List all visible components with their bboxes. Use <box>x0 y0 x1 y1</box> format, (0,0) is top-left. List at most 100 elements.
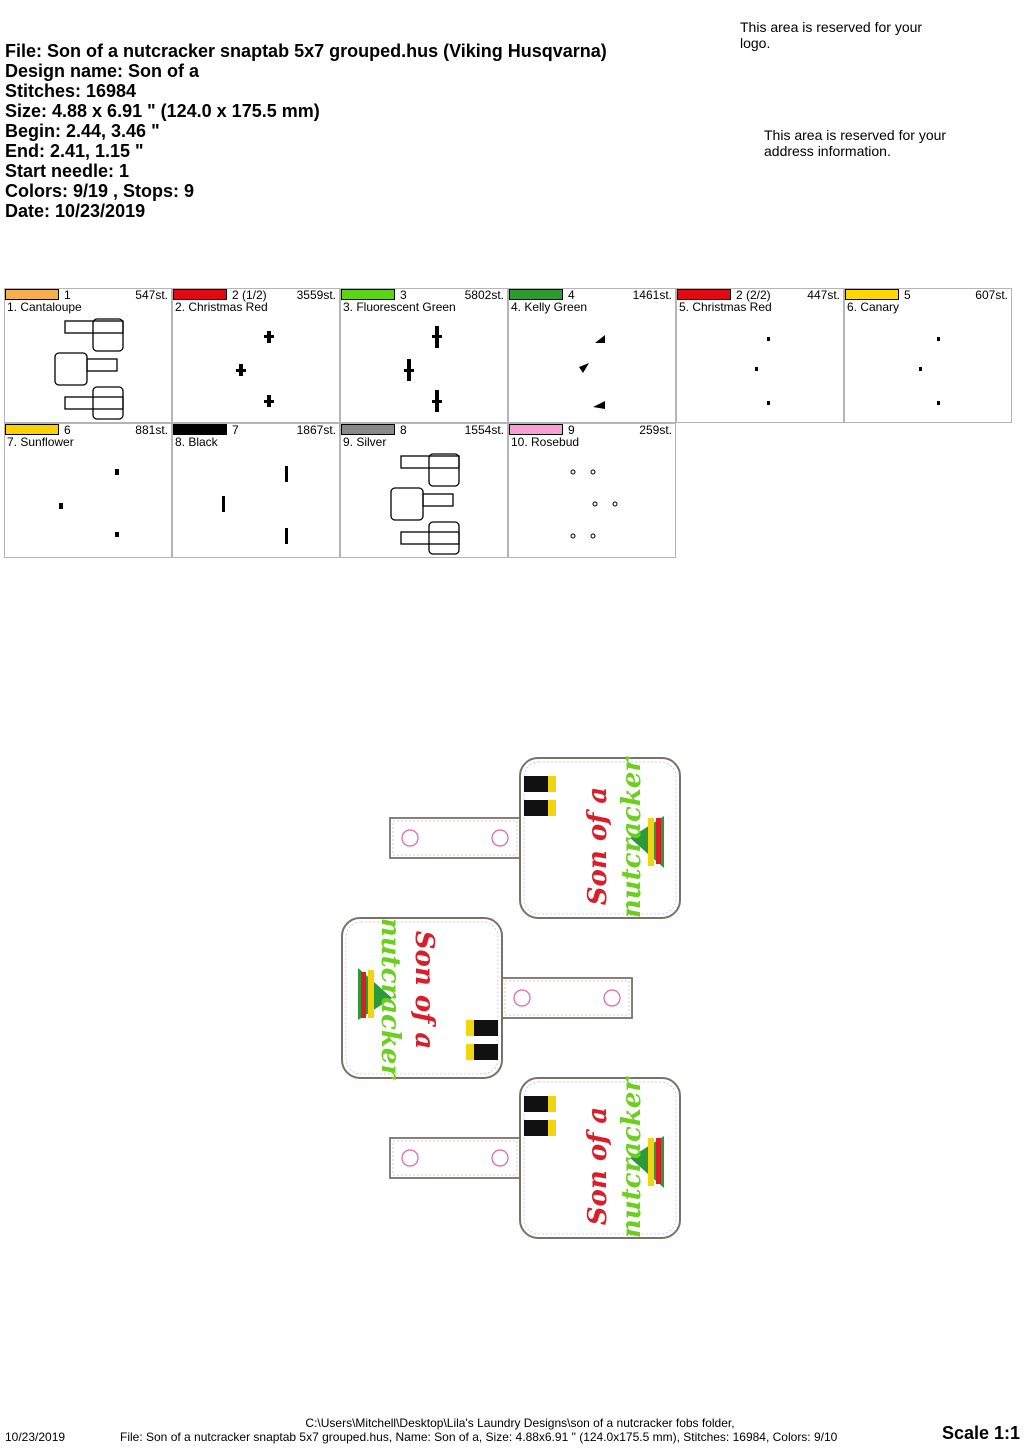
elf-hat <box>630 816 664 868</box>
thread-name: 5. Christmas Red <box>679 300 772 314</box>
thread-preview <box>59 469 119 537</box>
elf-boot <box>524 1120 550 1136</box>
elf-boot <box>472 1044 498 1060</box>
tab-strap <box>501 977 633 1019</box>
color-swatch <box>5 424 59 435</box>
color-number: 7 <box>232 423 239 437</box>
color-cell: 1 547st. 1. Cantaloupe <box>4 288 172 423</box>
stitch-count: 547st. <box>135 288 168 302</box>
design-text-line2: nutcracker <box>617 1076 647 1239</box>
thread-preview <box>919 337 940 405</box>
start-needle-line: Start needle: 1 <box>5 161 130 181</box>
colors-line: Colors: 9/19 , Stops: 9 <box>5 181 195 201</box>
thread-name: 8. Black <box>175 435 218 449</box>
stitch-count: 881st. <box>135 423 168 437</box>
stitches-line: Stitches: 16984 <box>5 81 137 101</box>
elf-boot <box>524 1096 550 1112</box>
snap-circle <box>513 989 531 1007</box>
end-line: End: 2.41, 1.15 " <box>5 141 144 161</box>
stitch-count: 1867st. <box>296 423 336 437</box>
snap-circle <box>491 829 509 847</box>
color-cell: 5 607st. 6. Canary <box>844 288 1012 423</box>
begin-line: Begin: 2.44, 3.46 " <box>5 121 160 141</box>
color-number: 2 (2/2) <box>736 288 771 302</box>
thread-name: 3. Fluorescent Green <box>343 300 456 314</box>
design-text-line1: Son of a <box>583 787 613 906</box>
thread-preview <box>236 331 274 407</box>
address-note: This area is reserved for your address i… <box>764 127 947 159</box>
stitch-count: 607st. <box>975 288 1008 302</box>
footer-date: 10/23/2019 <box>5 1430 66 1444</box>
color-swatch <box>173 289 227 300</box>
color-swatch <box>173 424 227 435</box>
stitch-count: 259st. <box>639 423 672 437</box>
elf-hat <box>358 968 392 1020</box>
thread-name: 2. Christmas Red <box>175 300 268 314</box>
scale-label: Scale 1:1 <box>941 1423 1020 1443</box>
footer-path: C:\Users\Mitchell\Desktop\Lila's Laundry… <box>305 1416 735 1430</box>
color-number: 4 <box>568 288 575 302</box>
color-cell: 2 (1/2)3559st.2. Christmas Red <box>172 288 340 423</box>
color-swatch <box>341 424 395 435</box>
color-swatch <box>341 289 395 300</box>
stitch-count: 1554st. <box>464 423 504 437</box>
snap-circle <box>603 989 621 1007</box>
color-cell: 6 881st. 7. Sunflower <box>4 423 172 558</box>
thread-name: 6. Canary <box>847 300 900 314</box>
fob-body <box>519 757 681 919</box>
color-cell: 2 (2/2) 447st. 5. Christmas Red <box>676 288 844 423</box>
color-number: 5 <box>904 288 911 302</box>
thread-preview <box>404 326 442 412</box>
file-line: File: Son of a nutcracker snaptab 5x7 gr… <box>5 41 607 61</box>
design-text-line1: Son of a <box>409 931 439 1050</box>
design-name-line: Design name: Son of a <box>5 61 200 81</box>
snap-circle <box>401 829 419 847</box>
color-swatch <box>509 424 563 435</box>
stitch-count: 3559st. <box>296 288 336 302</box>
tab-strap <box>389 1137 521 1179</box>
color-cell: 9 259st. 10. Rosebud <box>508 423 676 558</box>
fob-body <box>341 917 503 1079</box>
size-line: Size: 4.88 x 6.91 " (124.0 x 175.5 mm) <box>5 101 320 121</box>
color-number: 8 <box>400 423 407 437</box>
color-number: 3 <box>400 288 407 302</box>
design-text-line1: Son of a <box>583 1107 613 1226</box>
elf-boot <box>524 800 550 816</box>
color-cell: 4 1461st. 4. Kelly Green <box>508 288 676 423</box>
color-swatch <box>845 289 899 300</box>
color-number: 1 <box>64 288 71 302</box>
thread-preview <box>390 453 460 555</box>
color-cell: 7 1867st. 8. Black <box>172 423 340 558</box>
thread-name: 4. Kelly Green <box>511 300 588 314</box>
thread-preview <box>54 318 124 420</box>
color-cell: 8 1554st. 9. Silver <box>340 423 508 558</box>
thread-name: 9. Silver <box>343 435 387 449</box>
color-swatch <box>509 289 563 300</box>
color-number: 9 <box>568 423 575 437</box>
logo-note: This area is reserved for your logo. <box>740 19 923 51</box>
footer-info: File: Son of a nutcracker snaptab 5x7 gr… <box>120 1430 838 1444</box>
design-info: File: Son of a nutcracker snaptab 5x7 gr… <box>5 41 607 221</box>
thread-name: 1. Cantaloupe <box>7 300 82 314</box>
thread-preview <box>579 335 605 409</box>
thread-name: 7. Sunflower <box>7 435 74 449</box>
tab-strap <box>389 817 521 859</box>
snap-circle <box>491 1149 509 1167</box>
color-number: 6 <box>64 423 71 437</box>
elf-boot <box>524 776 550 792</box>
color-swatch <box>677 289 731 300</box>
stitch-count: 447st. <box>807 288 840 302</box>
thread-name: 10. Rosebud <box>511 435 580 449</box>
color-swatch <box>5 289 59 300</box>
snap-circle <box>401 1149 419 1167</box>
stitch-count: 1461st. <box>632 288 672 302</box>
thread-preview <box>222 466 288 544</box>
